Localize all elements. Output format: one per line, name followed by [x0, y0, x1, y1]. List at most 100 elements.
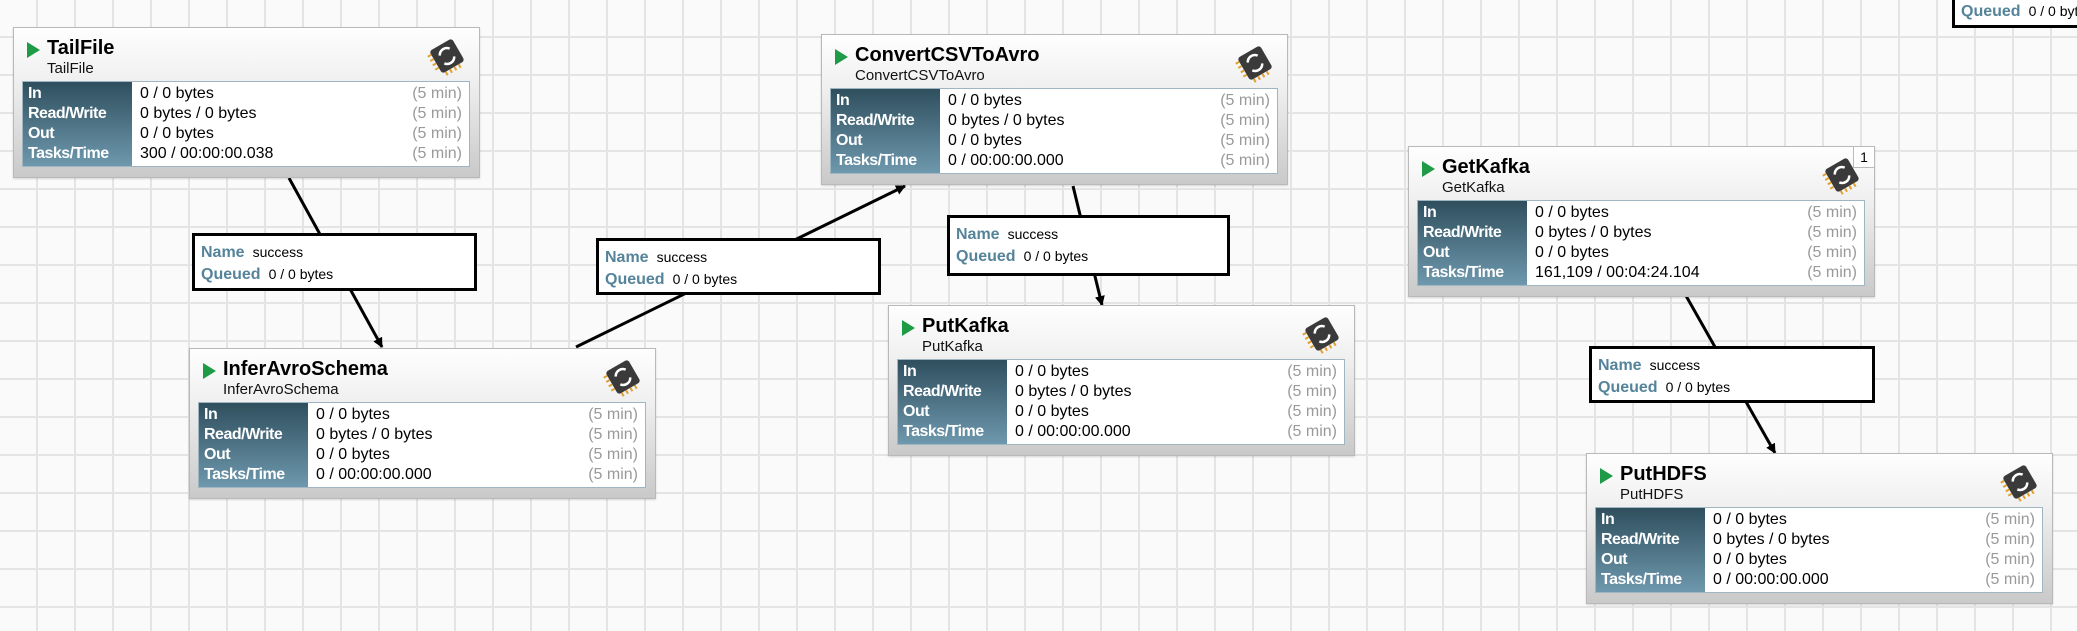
connection-name: success [1007, 226, 1059, 242]
stat-label: Read/Write [204, 426, 283, 443]
stat-window: (5 min) [1807, 204, 1857, 221]
stat-window: (5 min) [588, 466, 638, 483]
stat-window: (5 min) [588, 406, 638, 423]
stat-value: 0 / 0 bytes [1015, 363, 1089, 380]
stat-window: (5 min) [1985, 551, 2035, 568]
stat-label: Read/Write [1601, 531, 1680, 548]
stat-label: Read/Write [28, 105, 107, 122]
processor-name: TailFile [47, 37, 115, 59]
stat-value: 0 / 0 bytes [1535, 244, 1609, 261]
play-icon [1600, 468, 1613, 484]
play-icon [27, 42, 40, 58]
stat-label: In [836, 92, 850, 109]
stat-value: 0 bytes / 0 bytes [1713, 531, 1830, 548]
stat-window: (5 min) [1220, 152, 1270, 169]
stat-label: Tasks/Time [1423, 264, 1504, 281]
stat-window: (5 min) [1220, 92, 1270, 109]
processor-type: InferAvroSchema [223, 381, 339, 398]
processor-chip-icon [603, 357, 643, 397]
stat-value: 161,109 / 00:04:24.104 [1535, 264, 1700, 281]
stats-label-column [831, 89, 940, 173]
stat-value: 0 / 0 bytes [316, 406, 390, 423]
connection-queued: 0 / 0 bytes [1665, 379, 1731, 395]
stat-label: In [903, 363, 917, 380]
stat-window: (5 min) [588, 426, 638, 443]
stat-label: Out [1601, 551, 1628, 568]
connection-queued: 0 / 0 bytes [1023, 248, 1089, 264]
stat-label: Read/Write [903, 383, 982, 400]
stats-row: Tasks/Time 0 / 00:00:00.000 (5 min) [898, 422, 1344, 442]
stat-label: Out [204, 446, 231, 463]
connection-label[interactable]: Name success Queued 0 / 0 bytes [947, 215, 1230, 276]
stat-window: (5 min) [1287, 423, 1337, 440]
stat-label: Read/Write [836, 112, 915, 129]
stat-label: Out [1423, 244, 1450, 261]
stats-row: Out 0 / 0 bytes (5 min) [1596, 550, 2042, 570]
stats-label-column [23, 82, 132, 166]
stat-label: In [28, 85, 42, 102]
stat-value: 0 bytes / 0 bytes [316, 426, 433, 443]
name-label: Name [201, 244, 245, 261]
stat-window: (5 min) [1985, 571, 2035, 588]
bulletin-badge[interactable]: 1 [1853, 146, 1875, 168]
stat-value: 300 / 00:00:00.038 [140, 145, 274, 162]
queued-label: Queued [1961, 3, 2021, 20]
stat-label: Tasks/Time [903, 423, 984, 440]
stats-row: Read/Write 0 bytes / 0 bytes (5 min) [199, 425, 645, 445]
processor-chip-icon [1302, 314, 1342, 354]
stat-window: (5 min) [1287, 403, 1337, 420]
queued-label: Queued [1598, 379, 1658, 396]
stat-value: 0 / 0 bytes [140, 125, 214, 142]
stat-value: 0 / 00:00:00.000 [316, 466, 432, 483]
connection-queued: 0 / 0 bytes [2028, 3, 2077, 19]
stat-value: 0 / 0 bytes [1713, 551, 1787, 568]
stats-label-column [1418, 201, 1527, 285]
stat-window: (5 min) [1985, 511, 2035, 528]
stat-value: 0 bytes / 0 bytes [140, 105, 257, 122]
stat-value: 0 / 0 bytes [1015, 403, 1089, 420]
stat-value: 0 / 00:00:00.000 [1015, 423, 1131, 440]
stat-label: Tasks/Time [836, 152, 917, 169]
connection-label-partial[interactable]: Queued 0 / 0 bytes [1952, 0, 2077, 28]
play-icon [1422, 161, 1435, 177]
name-label: Name [956, 226, 1000, 243]
stats-label-column [199, 403, 308, 487]
stats-label-column [898, 360, 1007, 444]
stat-window: (5 min) [412, 105, 462, 122]
processor-name: InferAvroSchema [223, 358, 388, 380]
processor-name: GetKafka [1442, 156, 1530, 178]
stat-value: 0 / 00:00:00.000 [948, 152, 1064, 169]
processor-type: GetKafka [1442, 179, 1505, 196]
stat-label: Out [28, 125, 55, 142]
stat-value: 0 / 0 bytes [1535, 204, 1609, 221]
queued-label: Queued [956, 248, 1016, 265]
stat-window: (5 min) [1220, 112, 1270, 129]
name-label: Name [605, 249, 649, 266]
stat-window: (5 min) [1287, 363, 1337, 380]
